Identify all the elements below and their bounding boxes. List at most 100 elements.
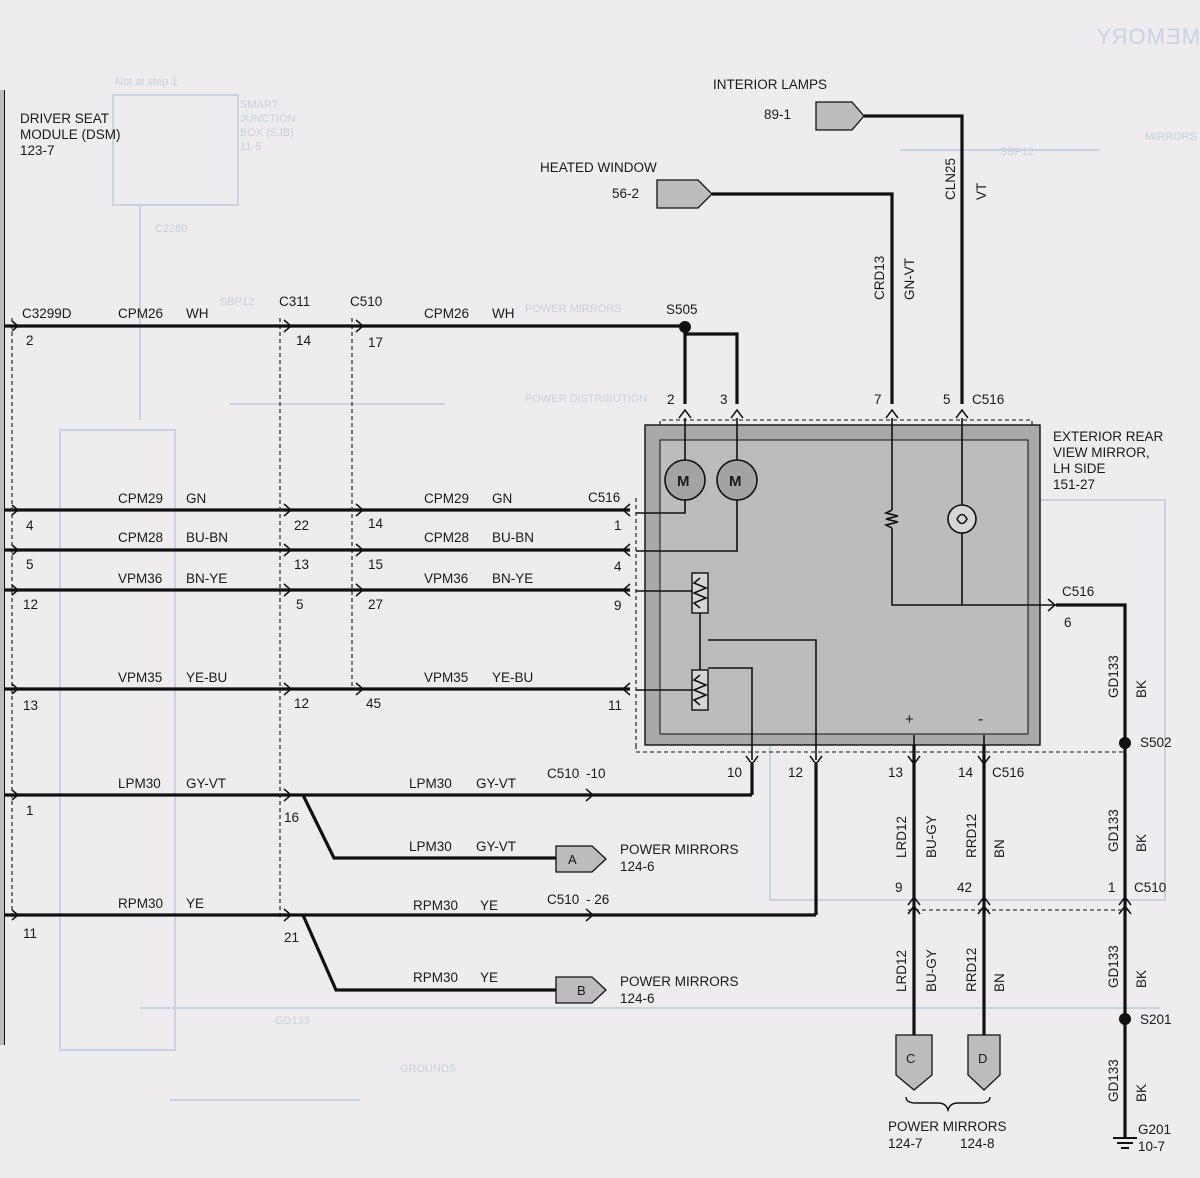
pin-number: 5 [296,597,304,612]
ghost-text: POWER MIRRORS [525,303,622,315]
pin-number: 4 [26,518,34,533]
pin-number: 13 [294,557,309,572]
wire-circuit: RRD12 [964,948,979,992]
motor-icon [664,459,706,501]
c516-bottom-label: C516 [992,765,1024,780]
connector-letter: B [577,983,586,998]
ghost-layer: Not at step 1 SMART JUNCTION BOX (SJB) 1… [59,76,1197,1101]
wire-circuit: CPM28 [424,530,469,545]
wire-circuit: RRD12 [964,814,979,858]
pin-number: 10 [727,765,742,780]
dsm-ref: 123-7 [20,143,55,158]
c510-label: C510 [547,766,579,781]
s502-label: S502 [1140,735,1172,750]
pin-number: 12 [23,597,38,612]
motor-icon [716,459,758,501]
ghost-text: JUNCTION [240,113,296,125]
motor-label: M [729,473,742,490]
pin-number: 1 [1108,880,1116,895]
pin-number: 2 [667,392,675,407]
wire-cpm26: CPM26 WH CPM26 WH 2 14 17 [4,306,685,350]
wire-circuit: LPM30 [409,839,452,854]
wire-gd133: C516 6 1 GD133 BK GD133 BK GD133 BK GD13… [1056,584,1149,1138]
dsm-connector-label: C3299D [22,306,72,321]
wire-color: BN-YE [492,571,533,586]
connector-letter: A [568,852,577,867]
wire-circuit: RPM30 [413,898,458,913]
pin-number: 2 [26,333,34,348]
pin-number: 9 [895,880,903,895]
pin-number: 14 [958,765,974,780]
heater-element-icon [883,509,899,529]
interior-lamps-connector: INTERIOR LAMPS 89-1 CLN25 VT [713,77,989,404]
wire-circuit: VPM35 [424,670,468,685]
wire-circuit: CPM26 [424,306,469,321]
pin-number: 13 [888,765,903,780]
interior-lamps-ref: 89-1 [764,107,791,122]
c516-bottom-dashed-line [635,745,1125,753]
wire-color: GN [492,491,512,506]
power-mirrors-label: POWER MIRRORS [888,1119,1007,1134]
wire-color: GN-VT [902,258,917,300]
wire-color: GY-VT [476,776,516,791]
pin-number: 16 [284,810,299,825]
pin-number: 45 [366,696,381,711]
wire-color: BK [1134,834,1149,852]
wire-circuit: VPM35 [118,670,162,685]
ghost-text: GD133 [275,1015,310,1027]
splice-s201: S201 [1119,1012,1172,1027]
s505-label: S505 [666,302,698,317]
ghost-text: POWER DISTRIBUTION [525,393,647,405]
wire-circuit: VPM36 [118,571,162,586]
pin-number: 1 [26,803,34,818]
wire-circuit: CRD13 [872,256,887,300]
pin-number: 21 [284,930,299,945]
wire-rrd12: 14 C516 42 RRD12 BN RRD12 BN [957,745,1024,1035]
ghost-text: SBP12 [220,296,254,308]
heated-window-connector: HEATED WINDOW 56-2 CRD13 GN-VT [540,160,917,404]
pin-number: - 26 [586,892,609,907]
connector-letter: C [906,1051,915,1066]
wire-circuit: VPM36 [424,571,468,586]
power-mirrors-ref: 124-7 [888,1136,923,1151]
ghost-text: GROUNDS [400,1063,456,1075]
pin-number: 12 [788,765,803,780]
ghost-text: C2280 [155,223,187,235]
exterior-mirror-component: EXTERIOR REAR VIEW MIRROR, LH SIDE 151-2… [636,418,1164,760]
connector-letter: D [978,1051,987,1066]
power-mirrors-cd-connectors: C D POWER MIRRORS 124-7 124-8 [888,1034,1007,1151]
wire-circuit: LRD12 [894,950,909,992]
ghost-text: 11-5 [240,141,261,153]
pin-number: 5 [943,392,951,407]
interior-lamps-label: INTERIOR LAMPS [713,77,827,92]
pin-number: 17 [368,335,383,350]
wire-color: VT [974,183,989,200]
c510-lower-label: C510 [1134,880,1166,895]
wire-circuit: GD133 [1106,1059,1121,1102]
wire-lrd12: 13 9 LRD12 BU-GY LRD12 BU-GY [888,745,939,1035]
wire-color: YE-BU [186,670,227,685]
wire-color: BN [992,839,1007,858]
connector-arrows [678,408,969,419]
ghost-text: BOX (SJB) [240,127,294,139]
wire-color: GY-VT [186,776,226,791]
pin-number: 9 [614,598,622,613]
s201-label: S201 [1140,1012,1172,1027]
pin-number: 12 [294,696,309,711]
wire-vpm36: VPM36 BN-YE VPM36 BN-YE 12 5 27 9 [4,571,630,613]
wire-circuit: LPM30 [409,776,452,791]
wire-rpm30: RPM30 YE RPM30 YE RPM30 YE 11 21 12 [4,764,818,992]
wire-color: BK [1134,680,1149,698]
c311-label: C311 [279,294,310,309]
wire-color: BK [1134,1084,1149,1102]
wire-circuit: RPM30 [118,896,163,911]
wire-vpm35: VPM35 YE-BU VPM35 YE-BU 13 12 45 11 [4,670,630,713]
wire-color: BN-YE [186,571,227,586]
ghost-text: Not at step 1 [115,76,177,88]
splice-s502: S502 [1119,735,1172,750]
pin-number: 13 [23,698,38,713]
wire-circuit: GD133 [1106,655,1121,698]
pin-number: 11 [608,698,622,713]
wire-color: WH [186,306,209,321]
pin-number: 5 [26,557,34,572]
